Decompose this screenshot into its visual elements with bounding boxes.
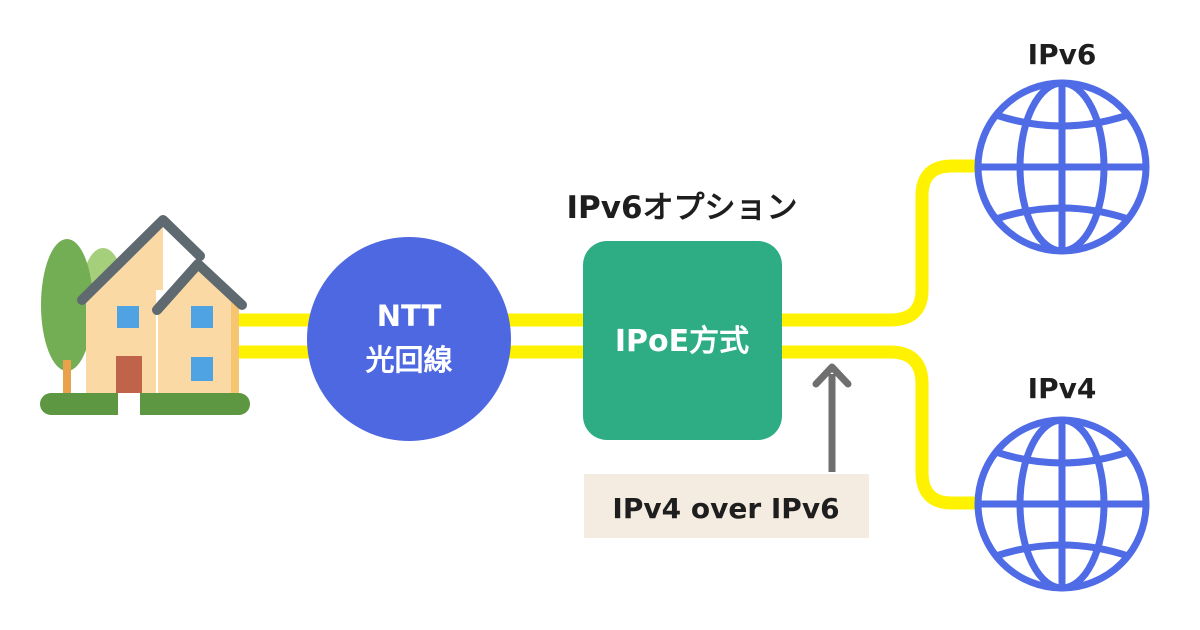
ipoe-label: IPoE方式 <box>615 324 749 359</box>
fiber-line-label: 光回線 <box>365 343 452 377</box>
globe-icon <box>974 79 1150 255</box>
tunnel-label-box <box>584 474 869 538</box>
ipoe-box <box>583 241 782 440</box>
tunnel-label: IPv4 over IPv6 <box>612 492 839 525</box>
house-icon <box>40 215 250 415</box>
ipv4-label: IPv4 <box>1028 372 1097 405</box>
ipv6-internet: IPv6 <box>974 38 1150 255</box>
window-upper-left <box>117 306 139 328</box>
roof-main <box>77 215 205 305</box>
ipv6-option-caption: IPv6オプション <box>566 190 797 226</box>
ipoe-node: IPv6オプション IPoE方式 <box>566 190 798 440</box>
ntt-label: NTT <box>377 299 442 333</box>
up-arrow-icon <box>812 363 852 388</box>
roof-right <box>152 259 247 315</box>
ntt-fiber-node: NTT 光回線 <box>307 237 511 441</box>
globe-icon <box>974 416 1150 592</box>
window-lower-right <box>191 357 213 381</box>
connection-lines <box>238 159 978 510</box>
ipv6-label: IPv6 <box>1028 38 1097 71</box>
tree-trunk <box>63 360 71 396</box>
path <box>118 393 140 415</box>
window-upper-right <box>191 306 213 328</box>
ntt-circle <box>307 237 511 441</box>
ground <box>40 393 250 415</box>
ipv4-internet: IPv4 <box>974 372 1150 592</box>
house-corner <box>231 300 239 393</box>
line-ipoe-to-ipv6 <box>778 159 978 327</box>
tunnel-annotation: IPv4 over IPv6 <box>584 363 869 538</box>
line-ipoe-to-ipv4 <box>778 345 978 510</box>
door <box>116 356 142 393</box>
tree-front-icon <box>41 239 93 371</box>
